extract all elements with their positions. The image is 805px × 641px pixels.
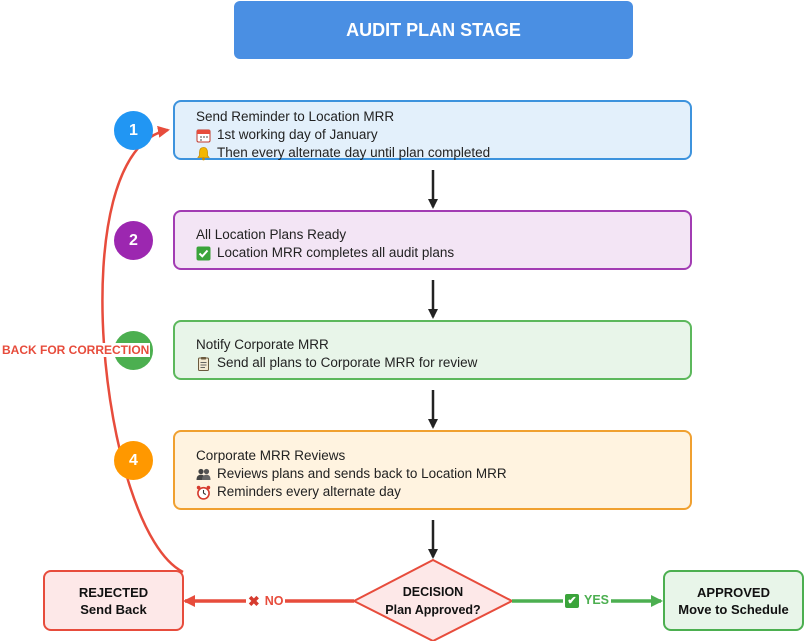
step-3-box: Notify Corporate MRR Send all plans to C… <box>173 320 692 380</box>
step-4-line-1: Reviews plans and sends back to Location… <box>196 465 690 483</box>
step-2-text-1: Location MRR completes all audit plans <box>217 245 455 260</box>
step-2-line-1: Location MRR completes all audit plans <box>196 244 690 262</box>
rejected-box: REJECTED Send Back <box>43 570 184 631</box>
step-3-text-1: Send all plans to Corporate MRR for revi… <box>217 355 478 370</box>
step-4-text-2: Reminders every alternate day <box>217 484 401 499</box>
step-1-number: 1 <box>114 111 153 150</box>
check-icon: ✔ <box>565 593 579 608</box>
decision-title: DECISION <box>402 585 464 599</box>
bell-icon <box>196 146 211 161</box>
calendar-icon <box>196 128 211 143</box>
yes-label: ✔ YES <box>563 593 612 608</box>
step-1-line-1: 1st working day of January <box>196 126 690 144</box>
people-icon <box>196 467 211 482</box>
step-4-number: 4 <box>114 441 153 480</box>
cross-icon: ✖ <box>248 593 260 609</box>
step-1-heading: Send Reminder to Location MRR <box>196 109 395 124</box>
approved-box: APPROVED Move to Schedule <box>663 570 804 631</box>
rejected-subtitle: Send Back <box>80 601 147 617</box>
arrow-back-for-correction <box>101 125 184 574</box>
step-4-line-2: Reminders every alternate day <box>196 483 690 501</box>
approved-subtitle: Move to Schedule <box>678 601 789 617</box>
decision-diamond <box>351 558 515 641</box>
check-icon <box>196 246 211 261</box>
clipboard-icon <box>196 356 211 371</box>
approved-title: APPROVED <box>697 584 770 600</box>
decision-node: DECISION Plan Approved? <box>354 583 512 619</box>
no-text: NO <box>264 593 284 608</box>
decision-question: Plan Approved? <box>385 603 481 617</box>
step-1-text-2: Then every alternate day until plan comp… <box>217 145 491 160</box>
step-3-line-1: Send all plans to Corporate MRR for revi… <box>196 354 690 372</box>
step-2-heading: All Location Plans Ready <box>196 227 347 242</box>
stage-title: AUDIT PLAN STAGE <box>234 1 633 59</box>
yes-text: YES <box>584 593 610 607</box>
step-2-box: All Location Plans Ready Location MRR co… <box>173 210 692 270</box>
step-2-number: 2 <box>114 221 153 260</box>
rejected-title: REJECTED <box>78 584 149 600</box>
step-4-text-1: Reviews plans and sends back to Location… <box>217 466 507 481</box>
step-1-line-2: Then every alternate day until plan comp… <box>196 144 690 162</box>
step-4-heading: Corporate MRR Reviews <box>196 448 346 463</box>
alarm-clock-icon <box>196 485 211 500</box>
step-4-box: Corporate MRR Reviews Reviews plans and … <box>173 430 692 510</box>
step-1-box: Send Reminder to Location MRR 1st workin… <box>173 100 692 160</box>
back-for-correction-label: BACK FOR CORRECTION <box>1 343 151 357</box>
step-1-text-1: 1st working day of January <box>217 127 378 142</box>
step-3-heading: Notify Corporate MRR <box>196 337 329 352</box>
no-label: ✖ NO <box>246 593 286 610</box>
